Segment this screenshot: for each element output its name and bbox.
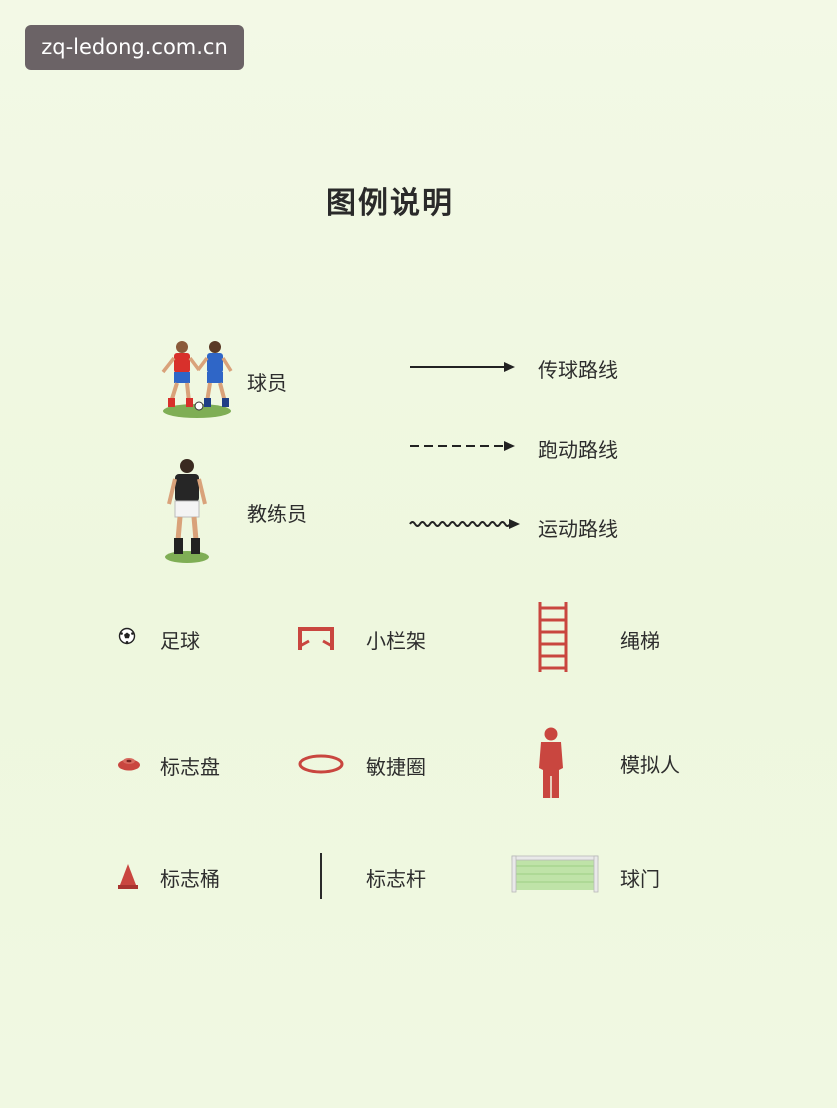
move-route-label: 运动路线: [538, 517, 618, 541]
marker-disc-label: 标志盘: [160, 755, 220, 779]
cone-label: 标志桶: [160, 867, 220, 891]
coach-label: 教练员: [247, 502, 307, 526]
pass-route-arrow-icon: [408, 359, 518, 375]
pass-route-label: 传球路线: [538, 358, 618, 382]
watermark: zq-ledong.com.cn: [25, 25, 244, 70]
players-icon: [155, 336, 239, 420]
mini-hurdle-icon: [297, 626, 335, 652]
page-title: 图例说明: [326, 186, 454, 221]
run-route-label: 跑动路线: [538, 438, 618, 462]
agility-ring-icon: [297, 753, 345, 775]
dummy-icon: [536, 726, 566, 802]
players-label: 球员: [247, 371, 287, 395]
rope-ladder-label: 绳梯: [620, 629, 660, 653]
pole-icon: [318, 851, 324, 901]
coach-icon: [160, 456, 214, 564]
agility-ring-label: 敏捷圈: [366, 755, 426, 779]
goal-icon: [509, 852, 601, 894]
dummy-label: 模拟人: [620, 753, 680, 777]
move-route-arrow-icon: [408, 516, 523, 532]
mini-hurdle-label: 小栏架: [366, 629, 426, 653]
marker-disc-icon: [117, 755, 141, 771]
ball-label: 足球: [160, 629, 200, 653]
cone-icon: [117, 862, 139, 890]
rope-ladder-icon: [535, 600, 571, 674]
goal-label: 球门: [620, 867, 660, 891]
soccer-ball-icon: [118, 627, 136, 645]
pole-label: 标志杆: [366, 867, 426, 891]
run-route-arrow-icon: [408, 438, 518, 454]
